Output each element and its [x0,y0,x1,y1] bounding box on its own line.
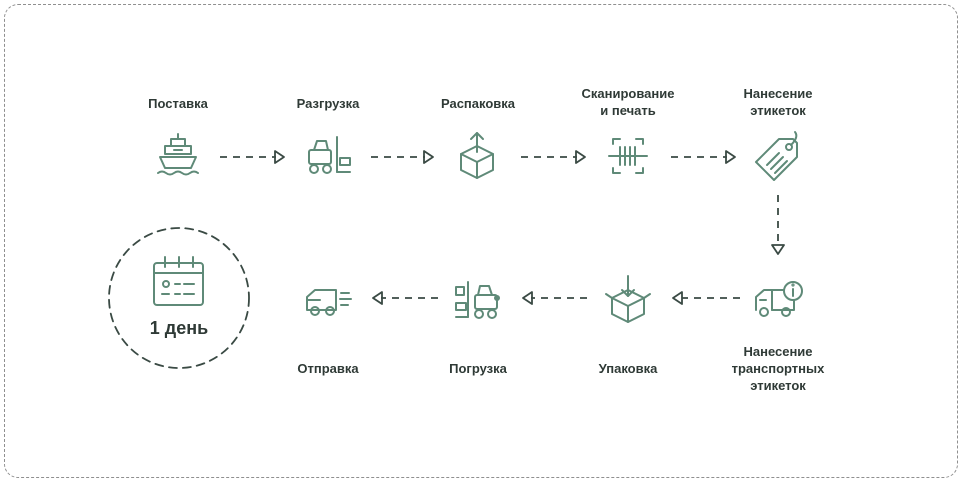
arrowhead-1 [274,150,285,164]
arrowhead-5 [771,244,785,255]
step-label-labeling-line2: этикеток [750,103,806,118]
step-label-labeling: Нанесение этикеток [693,85,863,119]
delivery-van-icon [306,289,352,316]
step-label-labeling-line1: Нанесение [743,86,813,101]
price-tag-icon [755,131,798,181]
step-label-transport-labeling-line2: транспортных [731,361,825,376]
ship-icon [157,133,199,176]
arrowhead-2 [423,150,434,164]
arrowhead-4 [725,150,736,164]
step-label-transport-labeling-line1: Нанесение [743,344,813,359]
arrowhead-8 [372,291,383,305]
forklift-loading-icon [455,281,500,319]
arrowhead-6 [672,291,683,305]
step-label-unloading: Разгрузка [296,96,360,111]
arrowhead-3 [575,150,586,164]
step-label-scanning-line1: Сканирование [581,86,675,101]
barcode-scanner-icon [608,138,648,174]
step-label-scanning-line2: и печать [600,103,656,118]
step-label-shipping: Отправка [297,361,359,376]
step-label-scanning: Сканирование и печать [543,85,713,119]
process-frame [4,4,958,478]
step-label-delivery: Поставка [148,96,208,111]
step-label-transport-labeling-line3: этикеток [750,378,806,393]
arrowhead-7 [522,291,533,305]
step-label-packing: Упаковка [598,361,658,376]
calendar-icon [153,256,204,306]
duration-circle [108,227,250,369]
forklift-unloading-icon [308,136,351,174]
step-label-loading: Погрузка [449,361,507,376]
packing-box-icon [605,275,651,323]
duration-label: 1 день [149,318,209,338]
unpacking-box-icon [460,132,494,179]
step-label-unpacking: Распаковка [440,96,516,111]
truck-info-icon [755,281,803,317]
step-label-transport-labeling: Нанесение транспортных этикеток [693,343,863,394]
